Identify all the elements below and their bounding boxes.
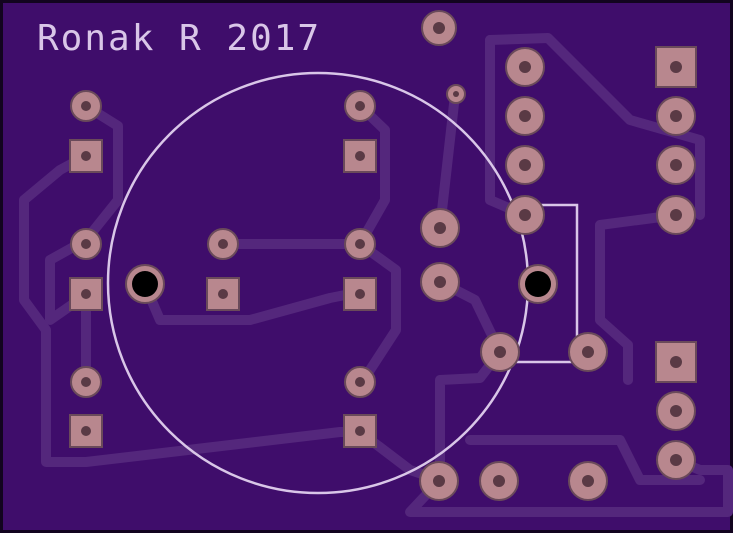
drill-hole <box>582 346 594 358</box>
drill-hole <box>433 22 445 34</box>
trace-left-loop <box>19 151 367 467</box>
drill-hole <box>81 289 91 299</box>
drill-hole <box>670 110 682 122</box>
drill-hole <box>355 151 365 161</box>
trace-center-row <box>140 280 365 325</box>
drill-hole <box>81 101 91 111</box>
drill-hole <box>494 346 506 358</box>
drill-hole <box>81 377 91 387</box>
drill-hole <box>434 276 446 288</box>
trace-right-lower <box>595 210 681 385</box>
mount-hole <box>132 271 158 297</box>
trace-bottom-loop <box>405 455 733 517</box>
mount-hole <box>525 271 551 297</box>
drill-hole <box>670 61 682 73</box>
drill-hole <box>670 405 682 417</box>
drill-hole <box>582 475 594 487</box>
drill-hole <box>670 209 682 221</box>
trace-right-cap <box>355 101 401 387</box>
drill-hole <box>355 289 365 299</box>
drill-hole <box>81 151 91 161</box>
drill-hole <box>434 222 446 234</box>
silkscreen-label: Ronak R 2017 <box>37 18 322 59</box>
drill-hole <box>519 110 531 122</box>
drill-hole <box>433 475 445 487</box>
drill-hole <box>81 239 91 249</box>
drill-hole <box>670 454 682 466</box>
drill-hole <box>355 239 365 249</box>
drill-hole <box>355 377 365 387</box>
drill-hole <box>355 426 365 436</box>
drill-hole <box>355 101 365 111</box>
trace-mid-vert <box>435 90 460 233</box>
drill-hole <box>519 209 531 221</box>
trace-bottom-mid <box>465 435 705 485</box>
drill-hole <box>218 239 228 249</box>
drill-hole <box>519 61 531 73</box>
drill-hole <box>493 475 505 487</box>
silk-bracket <box>500 203 579 364</box>
drill-hole <box>81 426 91 436</box>
drill-hole <box>453 91 459 97</box>
drill-hole <box>670 159 682 171</box>
drill-holes <box>81 22 682 487</box>
drill-hole <box>670 356 682 368</box>
trace-top-run <box>485 33 705 220</box>
pads <box>69 10 697 501</box>
drill-hole <box>218 289 228 299</box>
drill-hole <box>519 159 531 171</box>
